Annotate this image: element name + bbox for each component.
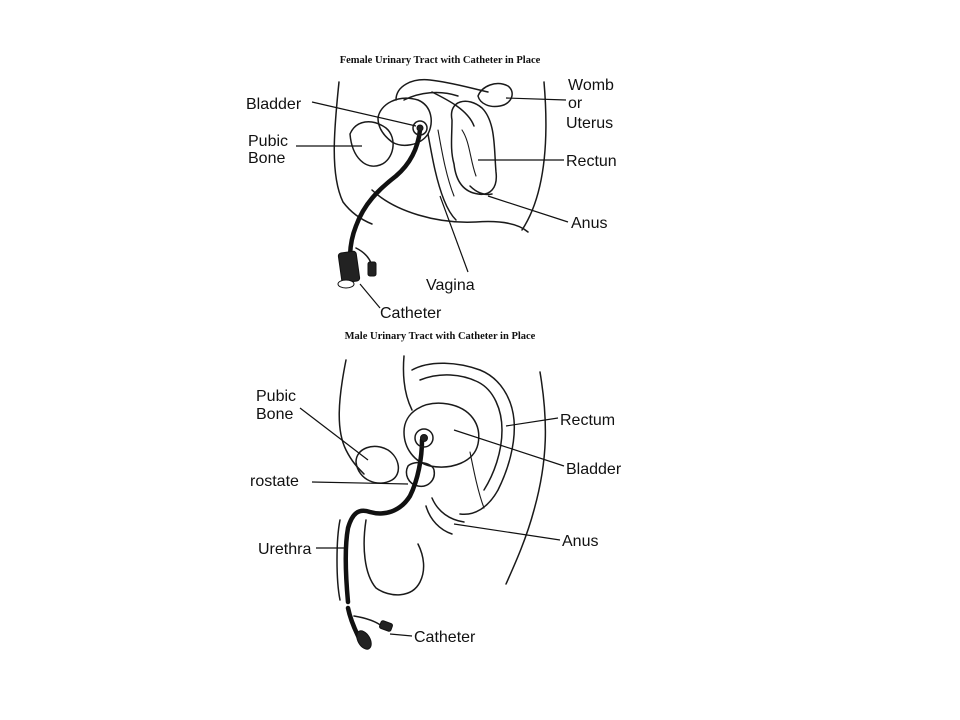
female-pubic-bone [349,121,394,167]
female-diagram-title: Female Urinary Tract with Catheter in Pl… [340,55,541,66]
male-label-rectum: Rectum [560,412,615,429]
male-catheter-balloon [414,428,434,448]
male-prostate [405,461,436,488]
female-catheter-balloon [412,120,428,136]
male-anus [431,497,465,523]
male-external-outline [336,519,425,601]
female-label-pubic-line2: Bone [248,150,285,167]
male-label-catheter: Catheter [414,629,476,646]
female-uterus [395,78,513,127]
female-label-vagina: Vagina [426,277,475,294]
female-rectum [450,100,498,196]
female-catheter-tube [347,127,423,261]
male-rectum [411,362,516,516]
female-label-catheter: Catheter [380,305,442,322]
female-catheter-connector [337,247,377,289]
female-label-womb-line3: Uterus [566,115,613,132]
male-body-outline [338,355,547,585]
male-label-bladder: Bladder [566,461,622,478]
female-label-womb-line1: Womb [568,77,614,94]
male-label-anus: Anus [562,533,598,550]
female-diagram: Female Urinary Tract with Catheter in Pl… [246,55,617,322]
male-label-urethra: Urethra [258,541,311,558]
female-label-anus: Anus [571,215,607,232]
female-label-rectum: Rectun [566,153,617,170]
male-label-pubic-line2: Bone [256,406,293,423]
female-anus [469,185,493,196]
male-label-pubic-line1: Pubic [256,388,296,405]
female-vagina [427,133,457,221]
female-label-bladder: Bladder [246,96,302,113]
male-pubic-bone [355,445,400,484]
male-catheter-connector [345,605,393,650]
male-catheter-tube [343,437,425,605]
male-label-prostate: rostate [250,473,299,490]
female-label-womb-line2: or [568,95,583,112]
male-diagram: Male Urinary Tract with Catheter in Plac… [250,331,622,650]
female-label-pubic-line1: Pubic [248,133,288,150]
male-diagram-title: Male Urinary Tract with Catheter in Plac… [345,331,536,342]
